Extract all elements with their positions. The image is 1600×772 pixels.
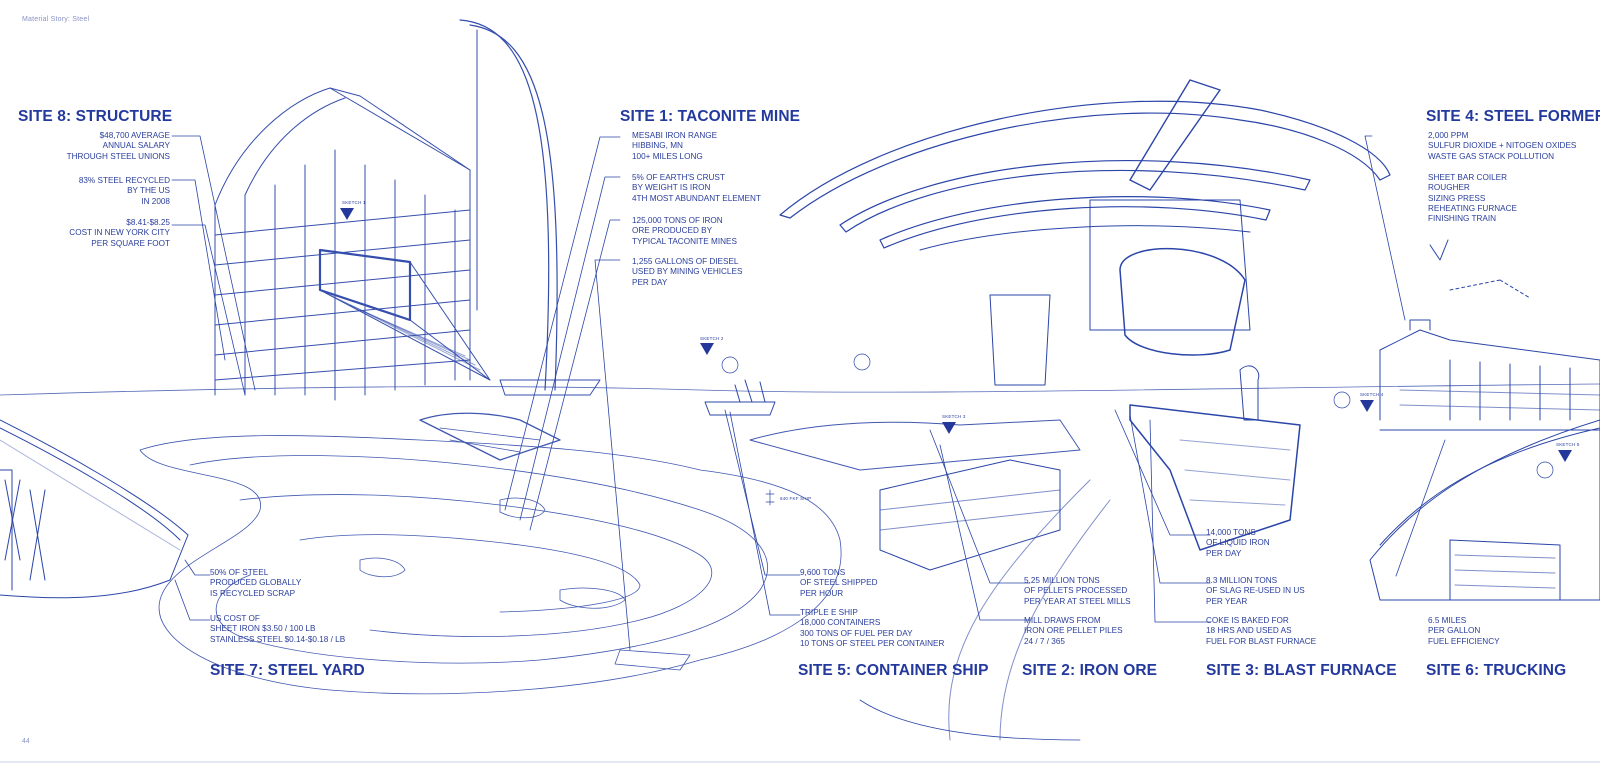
site-5-note-triple-e: TRIPLE E SHIP 18,000 CONTAINERS 300 TONS…: [800, 608, 945, 648]
page-number: 44: [22, 738, 30, 745]
site-7-title: SITE 7: STEEL YARD: [210, 662, 365, 679]
site-6-note-mileage: 6.5 MILES PER GALLON FUEL EFFICIENCY: [1428, 616, 1500, 646]
ship-tag: 840 FKF SHIP: [780, 496, 812, 501]
site-7-note-cost: US COST OF SHEET IRON $3.50 / 100 LB STA…: [210, 614, 346, 644]
site-5-note-shipped: 9,600 TONS OF STEEL SHIPPED PER HOUR: [800, 568, 878, 598]
site-2-note-pellets: 5.25 MILLION TONS OF PELLETS PROCESSED P…: [1024, 576, 1131, 606]
sketch-tag: SKETCH 4: [1360, 392, 1384, 397]
site-3-note-liquid-iron: 14,000 TONS OF LIQUID IRON PER DAY: [1206, 528, 1270, 558]
site-1-note-diesel: 1,255 GALLONS OF DIESEL USED BY MINING V…: [632, 257, 743, 287]
site-7-note-recycled: 50% OF STEEL PRODUCED GLOBALLY IS RECYCL…: [210, 568, 302, 598]
site-3-title: SITE 3: BLAST FURNACE: [1206, 662, 1397, 679]
site-8-note-cost: $8.41-$8.25 COST IN NEW YORK CITY PER SQ…: [69, 218, 170, 248]
site-4-note-pollution: 2,000 PPM SULFUR DIOXIDE + NITOGEN OXIDE…: [1428, 131, 1577, 161]
site-3-note-coke: COKE IS BAKED FOR 18 HRS AND USED AS FUE…: [1206, 616, 1317, 646]
site-1-note-location: MESABI IRON RANGE HIBBING, MN 100+ MILES…: [632, 131, 718, 161]
sketch-markers: [340, 208, 1572, 462]
sketch-tag: SKETCH 1: [342, 200, 366, 205]
site-2-title: SITE 2: IRON ORE: [1022, 662, 1158, 679]
leader-lines: [171, 135, 1446, 741]
running-title: Material Story: Steel: [22, 16, 90, 23]
steel-yard-drawing: [0, 419, 189, 599]
trucking-drawing: [1369, 419, 1600, 601]
site-8-note-recycled: 83% STEEL RECYCLED BY THE US IN 2008: [78, 176, 170, 206]
site-3-note-slag: 8.3 MILLION TONS OF SLAG RE-USED IN US P…: [1206, 576, 1305, 606]
site-1-note-ore: 125,000 TONS OF IRON ORE PRODUCED BY TYP…: [632, 216, 737, 246]
site-5-title: SITE 5: CONTAINER SHIP: [798, 662, 989, 679]
site-4-title: SITE 4: STEEL FORMER: [1426, 108, 1600, 125]
building-structure-drawing: [214, 19, 601, 401]
site-1-note-crust: 5% OF EARTH'S CRUST BY WEIGHT IS IRON 4T…: [632, 173, 761, 203]
sketch-tag: SKETCH 2: [700, 336, 724, 341]
sketch-tag: SKETCH 3: [942, 414, 966, 419]
site-4-note-process: SHEET BAR COILER ROUGHER SIZING PRESS RE…: [1428, 173, 1518, 224]
sketch-circles: [721, 353, 1554, 506]
sketch-tag: SKETCH 5: [1556, 442, 1580, 447]
container-ship-drawing: [704, 379, 776, 416]
site-1-title: SITE 1: TACONITE MINE: [620, 108, 801, 125]
blast-furnace-drawing: [779, 79, 1391, 551]
steel-former-drawing: [1379, 239, 1600, 431]
site-6-title: SITE 6: TRUCKING: [1426, 662, 1567, 679]
site-8-note-salary: $48,700 AVERAGE ANNUAL SALARY THROUGH ST…: [66, 131, 170, 161]
site-8-title: SITE 8: STRUCTURE: [18, 108, 173, 125]
site-2-note-mill: MILL DRAWS FROM IRON ORE PELLET PILES 24…: [1024, 616, 1123, 646]
